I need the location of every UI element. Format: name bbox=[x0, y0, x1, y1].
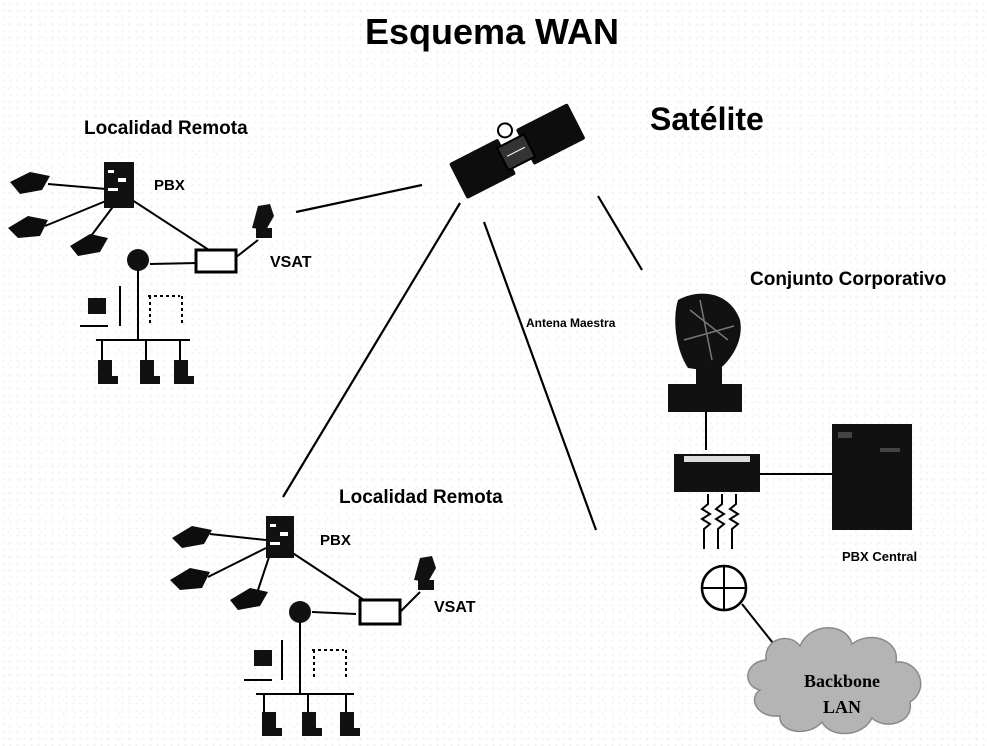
remote-site-2-pbx-label: PBX bbox=[320, 532, 351, 549]
remote-site-2-pbx-icon bbox=[266, 516, 294, 558]
workstation-icon bbox=[174, 360, 194, 384]
link-satellite-corporate bbox=[597, 195, 643, 271]
link-satellite-remote-2 bbox=[282, 202, 461, 498]
remote-site-2-workstations bbox=[262, 712, 360, 736]
router-icon bbox=[700, 564, 748, 612]
phone-icon bbox=[230, 588, 268, 610]
master-antenna-icon bbox=[668, 293, 742, 412]
remote-site-1-hub-icon bbox=[127, 249, 149, 271]
remote-site-1-pbx-icon bbox=[104, 162, 134, 208]
link-corporate-3 bbox=[728, 494, 740, 549]
master-antenna-label: Antena Maestra bbox=[526, 316, 616, 330]
phone-icon bbox=[70, 234, 108, 256]
remote-site-2-phones bbox=[170, 526, 268, 610]
remote-site-2-title: Localidad Remota bbox=[339, 487, 503, 508]
link-corporate-2 bbox=[714, 494, 726, 549]
remote-site-1: Localidad Remota PBX VSAT bbox=[8, 118, 312, 384]
remote-site-2-modem-icon bbox=[358, 598, 402, 626]
remote-site-1-lan bbox=[80, 270, 190, 360]
phone-icon bbox=[10, 172, 50, 194]
remote-site-2: Localidad Remota PBX VSAT bbox=[170, 487, 503, 736]
remote-site-2-monitor-icon bbox=[254, 650, 272, 666]
link-satellite-remote-1 bbox=[295, 183, 423, 214]
remote-site-1-monitor-icon bbox=[88, 298, 106, 314]
central-pbx-label: PBX Central bbox=[842, 549, 917, 564]
workstation-icon bbox=[262, 712, 282, 736]
workstation-icon bbox=[340, 712, 360, 736]
link-satellite-antenna-secondary bbox=[482, 221, 598, 531]
satellite-label: Satélite bbox=[650, 101, 764, 137]
remote-site-2-lan bbox=[244, 622, 354, 712]
corporate-title: Conjunto Corporativo bbox=[750, 269, 946, 290]
remote-site-2-dish-icon bbox=[414, 556, 436, 590]
workstation-icon bbox=[140, 360, 160, 384]
remote-site-1-title: Localidad Remota bbox=[84, 118, 248, 139]
corporate-site: Conjunto Corporativo Antena Maestra PBX … bbox=[526, 269, 946, 735]
remote-site-1-workstations bbox=[98, 360, 194, 384]
remote-site-2-hub-icon bbox=[289, 601, 311, 623]
backbone-cloud-icon bbox=[747, 627, 922, 735]
workstation-icon bbox=[98, 360, 118, 384]
diagram-title: Esquema WAN bbox=[365, 11, 619, 52]
satellite-icon bbox=[449, 103, 585, 199]
satellite-links bbox=[282, 183, 643, 531]
remote-site-1-modem-icon bbox=[194, 248, 238, 274]
central-pbx-icon bbox=[832, 424, 912, 530]
remote-site-1-dish-icon bbox=[252, 204, 274, 238]
phone-icon bbox=[170, 568, 210, 590]
phone-icon bbox=[8, 216, 48, 238]
remote-site-1-vsat-label: VSAT bbox=[270, 254, 312, 271]
phone-icon bbox=[172, 526, 212, 548]
backbone-label-line2: LAN bbox=[823, 697, 861, 717]
backbone-label-line1: Backbone bbox=[804, 671, 880, 691]
central-switch-icon bbox=[674, 454, 760, 492]
remote-site-1-pbx-label: PBX bbox=[154, 177, 185, 194]
workstation-icon bbox=[302, 712, 322, 736]
remote-site-1-phones bbox=[8, 172, 108, 256]
link-corporate-1 bbox=[700, 494, 712, 549]
remote-site-2-vsat-label: VSAT bbox=[434, 599, 476, 616]
